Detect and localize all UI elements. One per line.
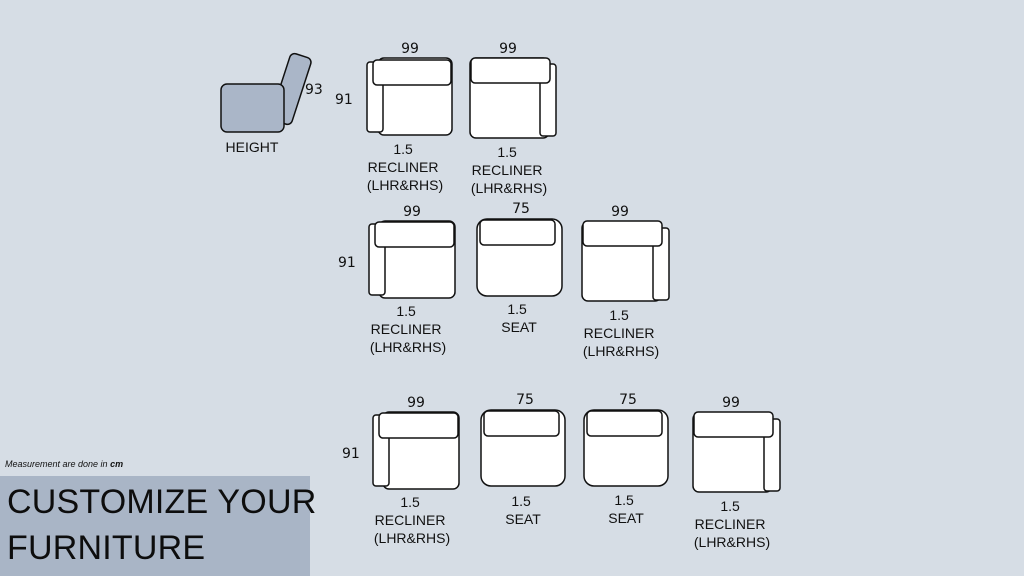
backrest	[374, 221, 455, 248]
configuration-row-3: 91 99 1.5 RECLINER (LHR&RHS) 75 1.5 SEAT…	[342, 392, 781, 550]
width-dimension: 99	[499, 41, 517, 57]
measurement-unit: cm	[110, 459, 124, 469]
module-label: 1.5 RECLINER (LHR&RHS)	[370, 303, 446, 355]
width-dimension: 75	[512, 201, 530, 217]
module-label: 1.5 SEAT	[608, 492, 644, 526]
module-label: 1.5 RECLINER (LHR&RHS)	[471, 144, 547, 196]
seat-module[interactable]: 75 1.5 SEAT	[583, 392, 669, 526]
measurement-note: Measurement are done in cm	[5, 459, 123, 469]
recliner-side-seat	[220, 83, 285, 133]
module-label: 1.5 SEAT	[501, 301, 537, 335]
backrest	[470, 57, 551, 84]
height-dimension: 93	[305, 82, 323, 98]
width-dimension: 99	[401, 41, 419, 57]
depth-dimension: 91	[338, 255, 356, 271]
width-dimension: 99	[407, 395, 425, 411]
module-label: 1.5 RECLINER (LHR&RHS)	[583, 307, 659, 359]
recliner-module[interactable]: 99 1.5 RECLINER (LHR&RHS)	[692, 395, 781, 550]
recliner-module[interactable]: 99 1.5 RECLINER (LHR&RHS)	[368, 204, 456, 355]
configuration-row-1: 91 99 1.5 RECLINER (LHR&RHS) 99 1.5 RECL…	[335, 41, 557, 196]
banner-title-line-1: CUSTOMIZE YOUR	[7, 483, 317, 521]
module-label: 1.5 RECLINER (LHR&RHS)	[374, 494, 450, 546]
banner-title-line-2: FURNITURE	[7, 529, 206, 567]
backrest	[378, 412, 459, 439]
width-dimension: 99	[611, 204, 629, 220]
module-label: 1.5 RECLINER (LHR&RHS)	[367, 141, 443, 193]
width-dimension: 99	[403, 204, 421, 220]
width-dimension: 75	[619, 392, 637, 408]
backrest	[483, 410, 560, 437]
backrest	[479, 219, 556, 246]
recliner-module[interactable]: 99 1.5 RECLINER (LHR&RHS)	[372, 395, 460, 546]
backrest	[693, 411, 774, 438]
depth-dimension: 91	[335, 92, 353, 108]
backrest	[586, 410, 663, 437]
recliner-module[interactable]: 99 1.5 RECLINER (LHR&RHS)	[366, 41, 453, 193]
backrest	[582, 220, 663, 247]
height-reference: 93 HEIGHT	[220, 52, 323, 155]
title-banner: CUSTOMIZE YOUR FURNITURE	[0, 476, 316, 576]
measurement-note-text: Measurement are done in	[5, 459, 111, 469]
backrest	[372, 59, 452, 86]
seat-module[interactable]: 75 1.5 SEAT	[476, 201, 563, 335]
recliner-module[interactable]: 99 1.5 RECLINER (LHR&RHS)	[581, 204, 670, 359]
module-label: 1.5 SEAT	[505, 493, 541, 527]
recliner-module[interactable]: 99 1.5 RECLINER (LHR&RHS)	[469, 41, 557, 196]
depth-dimension: 91	[342, 446, 360, 462]
width-dimension: 99	[722, 395, 740, 411]
width-dimension: 75	[516, 392, 534, 408]
module-label: 1.5 RECLINER (LHR&RHS)	[694, 498, 770, 550]
configuration-row-2: 91 99 1.5 RECLINER (LHR&RHS) 75 1.5 SEAT…	[338, 201, 670, 359]
height-label: HEIGHT	[226, 139, 279, 155]
seat-module[interactable]: 75 1.5 SEAT	[480, 392, 566, 527]
